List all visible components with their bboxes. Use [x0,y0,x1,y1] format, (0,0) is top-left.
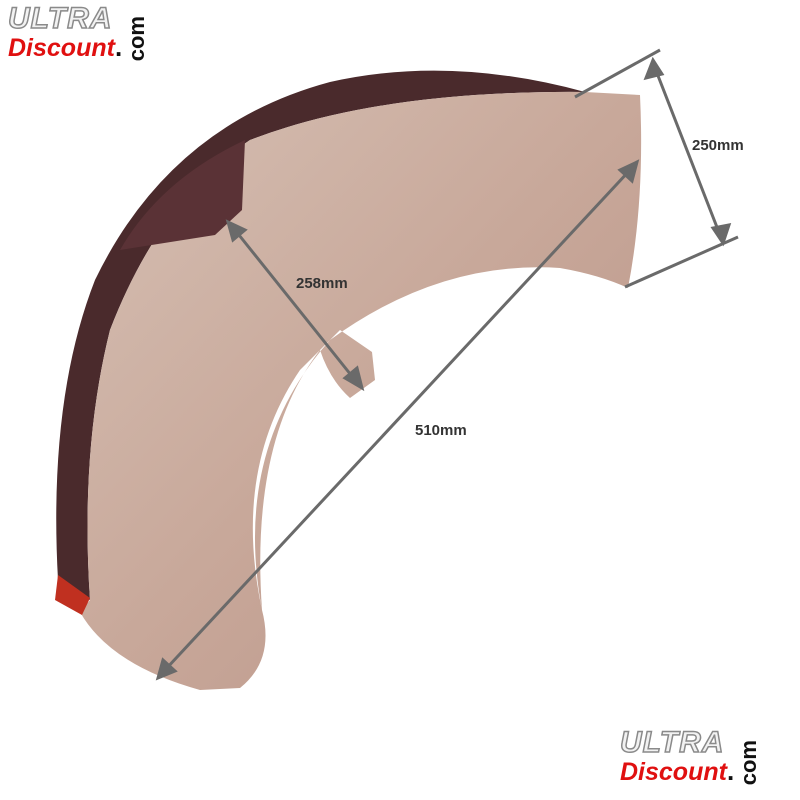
dimension-label-length: 510mm [415,422,467,439]
extension-line-top [574,48,661,99]
logo-ultra: ULTRA [7,2,113,35]
arrowhead [155,657,178,681]
logo-com: com [124,15,150,61]
arrowhead [643,56,665,81]
arrowhead [710,223,732,247]
extension-line-bottom [624,235,739,289]
logo-dot: . [726,756,735,786]
arrowhead [617,159,640,184]
fender-body [80,91,642,690]
arrowhead [225,219,248,243]
brand-logo-bottom: ULTRA Discount. com [619,726,762,786]
fender-inner [120,140,245,250]
dimension-line-510 [163,168,632,672]
logo-discount: Discount [620,758,727,786]
logo-ultra: ULTRA [619,726,725,759]
dimension-line-258 [233,229,357,381]
logo-dot: . [114,32,123,62]
dimension-label-inner: 258mm [296,275,348,292]
arrowhead [342,365,365,392]
logo-discount: Discount [8,34,115,62]
logo-com: com [736,739,762,785]
fender-tail [55,575,90,615]
brand-logo-top: ULTRA Discount. com [7,2,150,62]
dimension-label-width: 250mm [692,137,744,154]
dimension-line-250 [653,67,722,236]
